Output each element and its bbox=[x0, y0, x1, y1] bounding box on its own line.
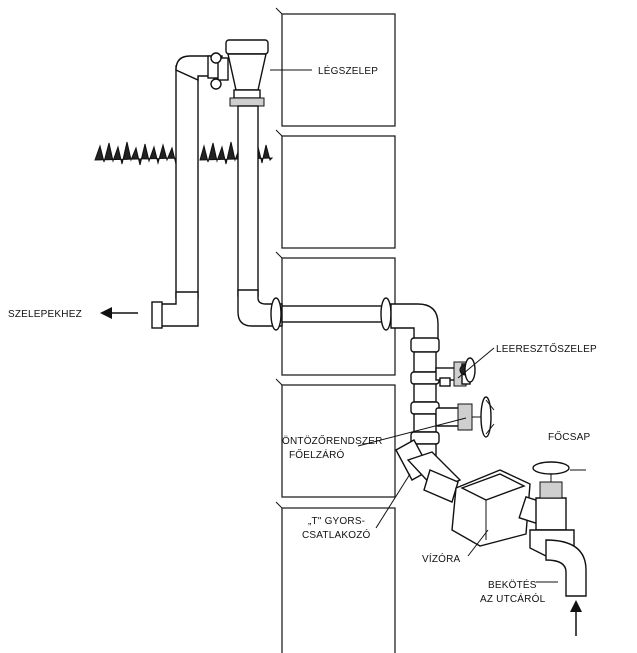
label-irrigation-shutoff-2: FŐELZÁRÓ bbox=[289, 447, 345, 461]
label-t-connector-1: „T" GYORS- bbox=[308, 516, 365, 527]
wall-block-5 bbox=[281, 507, 396, 653]
diagonal-pipe bbox=[423, 469, 459, 503]
label-to-valves: SZELEPEKHEZ bbox=[8, 309, 82, 320]
label-water-meter: VÍZÓRA bbox=[422, 552, 461, 565]
label-street-connection-1: BEKÖTÉS bbox=[488, 578, 537, 591]
label-main-valve: FŐCSAP bbox=[548, 429, 590, 443]
label-drain-valve: LEERESZTŐSZELEP bbox=[496, 341, 597, 355]
label-irrigation-shutoff-1: ÖNTÖZŐRENDSZER bbox=[282, 433, 383, 447]
up-arrow-head-icon bbox=[570, 600, 582, 612]
left-riser bbox=[151, 55, 223, 329]
label-air-valve: LÉGSZELEP bbox=[318, 64, 378, 77]
label-t-connector-2: CSATLAKOZÓ bbox=[302, 528, 371, 541]
label-street-connection-2: AZ UTCÁRÓL bbox=[480, 592, 546, 605]
drain-valve bbox=[435, 357, 476, 387]
wall-pipe bbox=[270, 297, 439, 341]
wall bbox=[275, 7, 396, 653]
air-valve bbox=[210, 39, 283, 327]
leader-lines bbox=[270, 69, 586, 583]
flow-arrows bbox=[100, 307, 582, 636]
main-valve-assembly bbox=[529, 461, 587, 597]
left-arrow-head-icon bbox=[100, 307, 112, 319]
main-riser bbox=[410, 337, 440, 459]
water-meter bbox=[451, 469, 550, 547]
irrigation-shutoff-valve bbox=[435, 396, 495, 438]
wall-block-2 bbox=[281, 135, 396, 249]
